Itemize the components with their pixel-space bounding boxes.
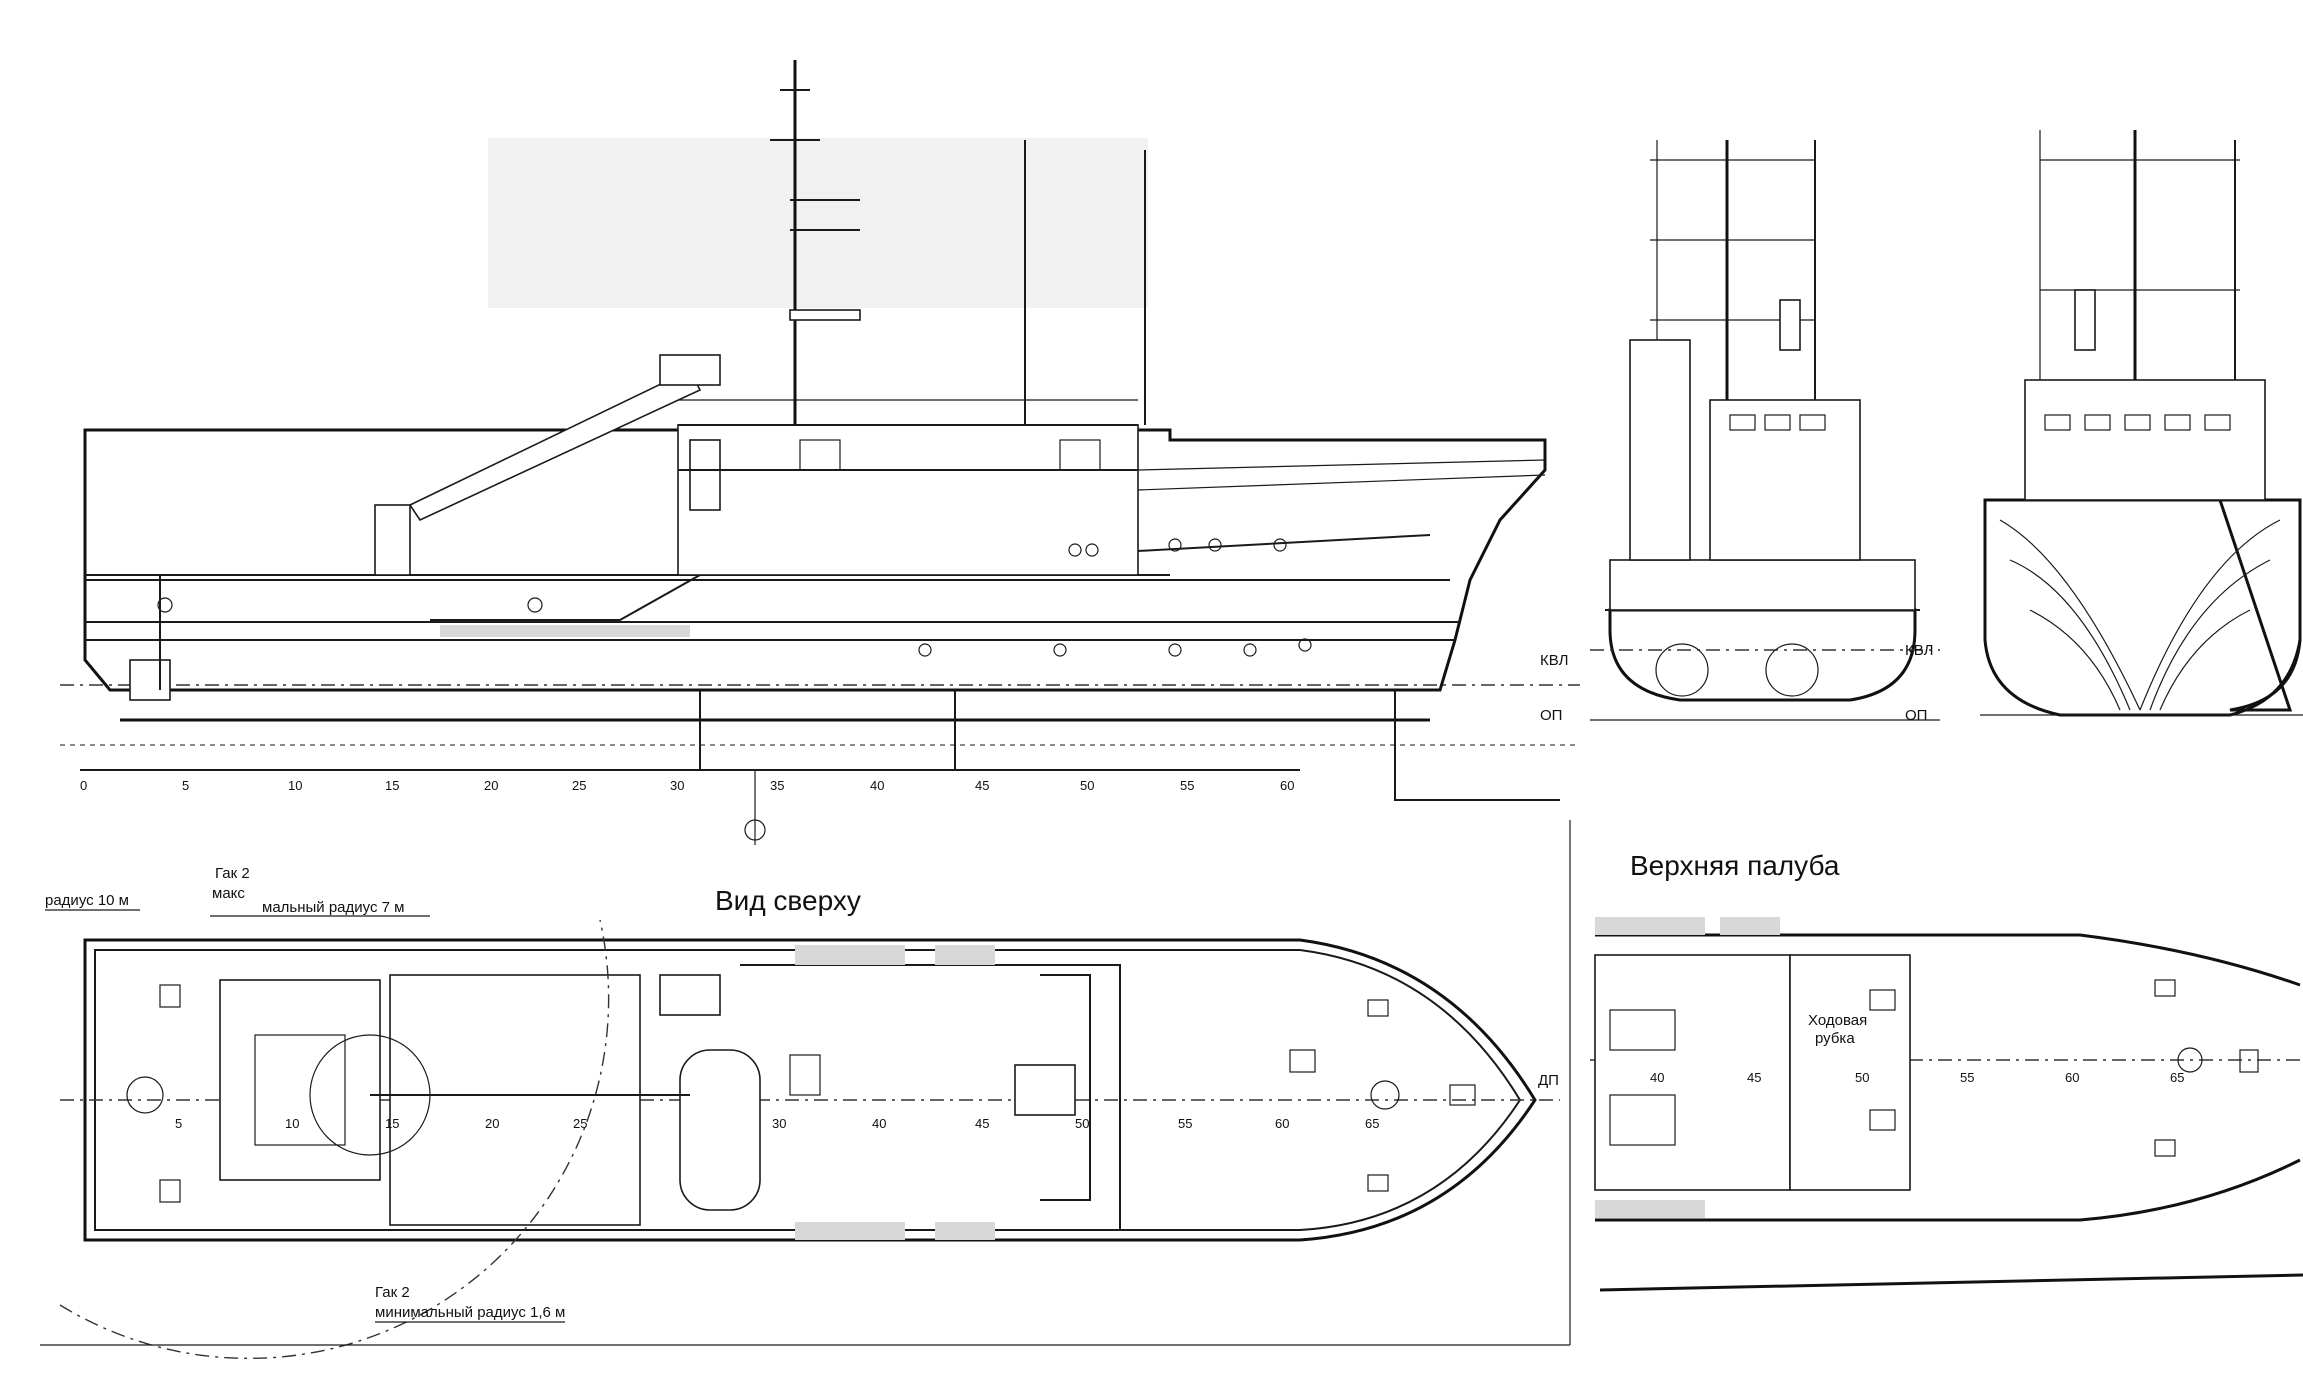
frame-tick: 55 [1180,778,1194,793]
frame-tick: 45 [975,1116,989,1131]
side-frame-scale: 0 5 10 15 20 25 30 35 40 45 50 55 60 [80,769,1300,793]
aft-hatch [219,979,381,1181]
scan-noise-area [488,138,1148,308]
bow-section-view [1980,130,2303,717]
propeller [129,659,171,701]
port-propeller [1655,643,1709,697]
frame-tick: 40 [872,1116,886,1131]
frame-tick: 30 [670,778,684,793]
crane-column [374,504,411,576]
frame-tick: 40 [870,778,884,793]
plan-hull-outline [83,938,1537,1242]
frame-tick: 55 [1178,1116,1192,1131]
bow-superstructure [2024,379,2266,501]
wheelhouse-label-2: рубка [1815,1030,1855,1047]
deckhouse-aft [1594,954,1791,1191]
frame-tick: 20 [485,1116,499,1131]
hull-outline [83,428,1547,692]
frame-tick: 20 [484,778,498,793]
frame-tick: 35 [770,778,784,793]
frame-tick: 55 [1960,1070,1974,1085]
rescue-boat [679,1049,761,1211]
deck-frame-scale: 40 45 50 55 60 65 [1650,1070,2184,1085]
upper-deck-title: Верхняя палуба [1630,850,1840,881]
hull-stripe [440,625,690,637]
frame-tick: 50 [1075,1116,1089,1131]
frame-tick: 30 [772,1116,786,1131]
frame-tick: 50 [1855,1070,1869,1085]
frame-tick: 10 [285,1116,299,1131]
upper-deck-outline [1595,933,2301,1222]
max-radius-label: мальный радиус 7 м [262,899,404,916]
frame-tick: 45 [1747,1070,1761,1085]
upper-deck-plan: Верхняя палуба Ходовая рубка 40 45 50 55… [1590,850,2303,1292]
frame-tick: 50 [1080,778,1094,793]
top-view-title: Вид сверху [715,885,861,916]
kvl-side-label: КВЛ [1540,652,1568,669]
frame-tick: 65 [1365,1116,1379,1131]
frame-tick: 5 [175,1116,182,1131]
frame-tick: 10 [288,778,302,793]
wheelhouse-label-1: Ходовая [1808,1012,1867,1029]
frame-tick: 25 [572,778,586,793]
stern-hull-section [1608,608,1917,702]
wheelhouse [1789,954,1911,1191]
frame-tick: 5 [182,778,189,793]
frame-tick: 60 [1280,778,1294,793]
frame-tick: 45 [975,778,989,793]
winch-deck-area [389,974,641,1226]
kvl-section-label: КВЛ [1905,642,1933,659]
top-plan-view: Вид сверху ДП радиус 10 м [40,820,1571,1360]
plan-frame-scale: 5 10 15 20 25 30 40 45 50 55 60 65 [175,1116,1379,1131]
op-section-label: ОП [1905,707,1927,724]
bow-hull-section [1983,498,2302,717]
starboard-propeller [1765,643,1819,697]
frame-tick: 65 [2170,1070,2184,1085]
crane-jib [408,368,702,522]
side-elevation-view: КВЛ ОП [60,60,1580,845]
min-radius-label: минимальный радиус 1,6 м [375,1304,565,1321]
frame-tick: 15 [385,1116,399,1131]
frame-tick: 25 [573,1116,587,1131]
frame-tick: 40 [1650,1070,1664,1085]
frame-tick: 15 [385,778,399,793]
frame-tick: 60 [1275,1116,1289,1131]
stern-section-view: КВЛ ОП [1590,140,1940,724]
op-side-label: ОП [1540,707,1562,724]
hook-bottom-label: Гак 2 [375,1284,410,1301]
hook-top-label: Гак 2 [215,865,250,882]
portholes [157,538,1312,657]
frame-tick: 60 [2065,1070,2079,1085]
frame-tick: 0 [80,778,87,793]
max-prefix-label: макс [212,885,245,902]
centerline-label: ДП [1538,1072,1559,1089]
stern-superstructure [1709,399,1861,561]
radius-10-label: радиус 10 м [45,892,129,909]
